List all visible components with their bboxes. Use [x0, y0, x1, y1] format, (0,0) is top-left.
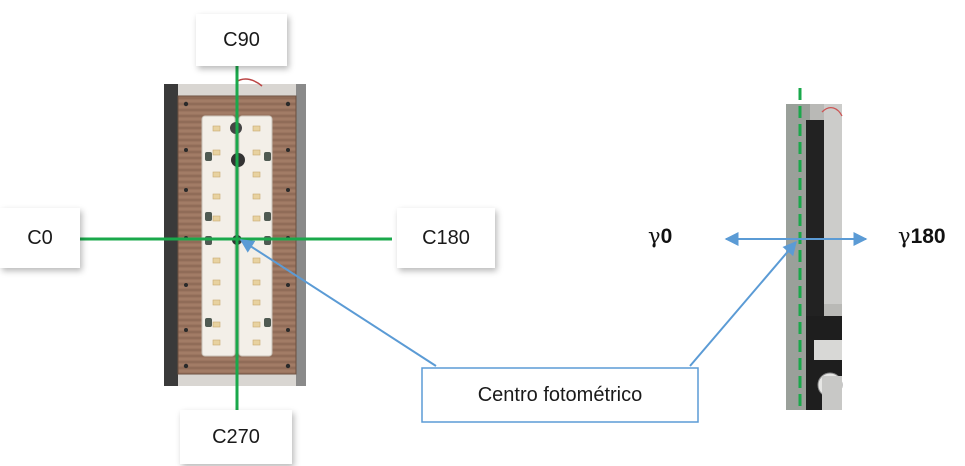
c-plane-axes	[80, 62, 392, 410]
luminaire-front-photo	[164, 78, 306, 386]
label-c90: C90	[196, 14, 287, 66]
label-c0: C0	[0, 208, 80, 268]
callout-pointers	[239, 239, 797, 367]
callout-label: Centro fotométrico	[477, 383, 643, 406]
callout-box	[421, 367, 699, 423]
label-gamma0: γ0	[648, 224, 673, 248]
label-c180: C180	[397, 208, 495, 268]
luminaire-side-photo	[786, 104, 843, 410]
label-c270: C270	[180, 410, 292, 464]
callout-pointer-right	[689, 240, 797, 367]
callout-pointer-left	[239, 239, 437, 367]
label-gamma180: γ180	[898, 224, 946, 248]
